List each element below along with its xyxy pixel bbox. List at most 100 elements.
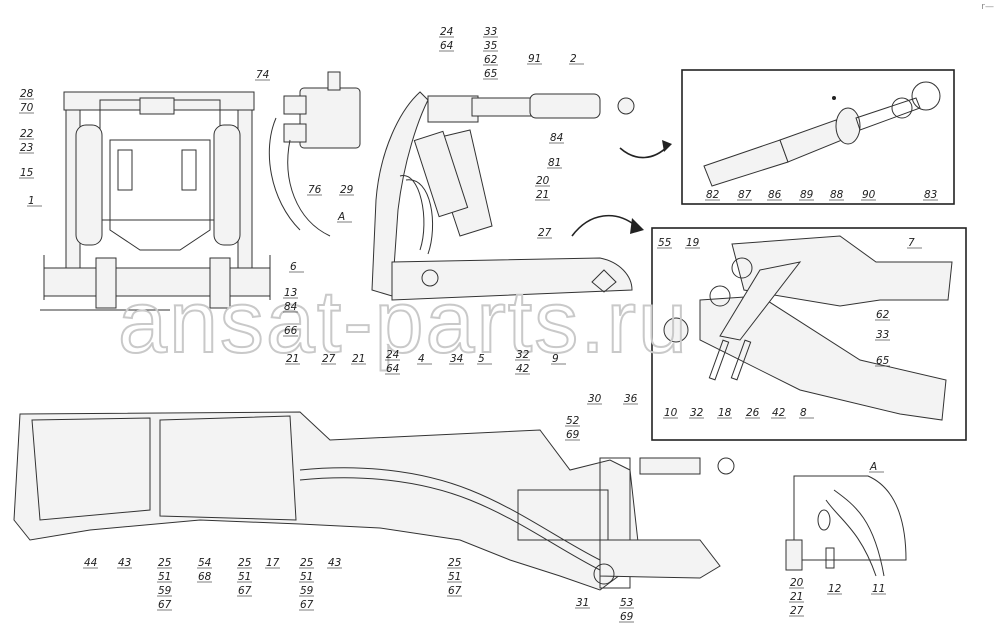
callout-label: 65 [484, 68, 498, 80]
callout-label: 69 [620, 611, 634, 623]
callout-label: 44 [84, 557, 97, 569]
callout-label: 70 [20, 102, 34, 114]
callout-label: 43 [118, 557, 131, 569]
callout-label: 27 [538, 227, 552, 239]
callout-label: 33 [876, 329, 889, 341]
callout-label: 36 [624, 393, 638, 405]
callout-label: 64 [440, 40, 453, 52]
callout-label: 10 [664, 407, 678, 419]
callout-label: A [337, 211, 345, 223]
callout-label: 32 [690, 407, 704, 419]
callout-label: 20 [790, 577, 804, 589]
callout-label: 1 [28, 195, 35, 207]
callout-label: 11 [872, 583, 885, 595]
callout-label: 59 [158, 585, 172, 597]
callout-label: 43 [328, 557, 341, 569]
callout-label: 83 [924, 189, 937, 201]
callout-label: 13 [284, 287, 297, 299]
callout-label: 42 [772, 407, 786, 419]
callout-label: 24 [440, 26, 453, 38]
callout-label: 21 [352, 353, 365, 365]
hydraulic-valve [268, 71, 361, 237]
callout-label: 65 [876, 355, 890, 367]
callout-label: 30 [588, 393, 602, 405]
callout-label: 31 [576, 597, 589, 609]
corner-mark: r— [981, 2, 994, 12]
callout-label: 68 [198, 571, 212, 583]
inset-adjustable-link [681, 69, 955, 205]
callout-label: 84 [284, 301, 297, 313]
callout-label: 42 [516, 363, 530, 375]
callout-label: 20 [536, 175, 550, 187]
callout-label: 51 [448, 571, 461, 583]
callout-label: 74 [256, 69, 269, 81]
callout-label: 18 [718, 407, 732, 419]
view-a-detail [785, 475, 907, 577]
watermark: ansat-parts.ru [118, 272, 689, 371]
callout-label: 27 [322, 353, 336, 365]
callout-label: 25 [448, 557, 462, 569]
callout-label: 53 [620, 597, 633, 609]
callout-label: 25 [238, 557, 252, 569]
callout-label: 22 [20, 128, 34, 140]
callout-label: 6 [290, 261, 297, 273]
callout-label: 5 [478, 353, 485, 365]
callout-label: 64 [386, 363, 399, 375]
callout-label: 8 [800, 407, 807, 419]
callout-label: 69 [566, 429, 580, 441]
callout-label: 29 [340, 184, 354, 196]
callout-label: 4 [418, 353, 425, 365]
callout-label: 15 [20, 167, 34, 179]
callout-label: 81 [548, 157, 561, 169]
callout-label: 19 [686, 237, 700, 249]
callout-label: 66 [284, 325, 298, 337]
rear-frame-view [40, 91, 271, 311]
callout-label: 62 [484, 54, 498, 66]
callout-label: 33 [484, 26, 497, 38]
callout-label: 76 [308, 184, 322, 196]
callout-label: 34 [450, 353, 463, 365]
callout-label: 2 [570, 53, 577, 65]
callout-label: 12 [828, 583, 842, 595]
callout-label: 51 [158, 571, 171, 583]
callout-label: 67 [300, 599, 314, 611]
callout-label: 51 [300, 571, 313, 583]
callout-label: 35 [484, 40, 498, 52]
callout-label: A [869, 461, 877, 473]
arrow-2-head [630, 218, 644, 234]
callout-label: 25 [158, 557, 172, 569]
callout-label: 21 [536, 189, 549, 201]
callout-label: 52 [566, 415, 580, 427]
side-linkage-view [371, 91, 635, 301]
callout-label: 62 [876, 309, 890, 321]
callout-label: 51 [238, 571, 251, 583]
arrow-1 [619, 145, 669, 159]
callout-label: 26 [746, 407, 760, 419]
callout-label: 21 [286, 353, 299, 365]
callout-label: 87 [738, 189, 752, 201]
callout-label: 84 [550, 132, 563, 144]
callout-label: 9 [552, 353, 559, 365]
callout-label: 67 [448, 585, 462, 597]
callout-label: 90 [862, 189, 876, 201]
callout-label: 7 [908, 237, 915, 249]
callout-label: 23 [20, 142, 33, 154]
callout-label: 88 [830, 189, 844, 201]
tractor-frame-view [13, 411, 735, 591]
callout-label: 67 [158, 599, 172, 611]
inset-lower-links [651, 227, 967, 441]
callout-label: 82 [706, 189, 720, 201]
callout-label: 24 [386, 349, 399, 361]
callout-label: 21 [790, 591, 803, 603]
callout-label: 17 [266, 557, 280, 569]
callout-label: 27 [790, 605, 804, 617]
callout-label: 25 [300, 557, 314, 569]
callout-label: 59 [300, 585, 314, 597]
callout-label: 28 [20, 88, 34, 100]
callout-label: 55 [658, 237, 672, 249]
arrow-1-head [662, 140, 672, 152]
callout-label: 91 [528, 53, 541, 65]
